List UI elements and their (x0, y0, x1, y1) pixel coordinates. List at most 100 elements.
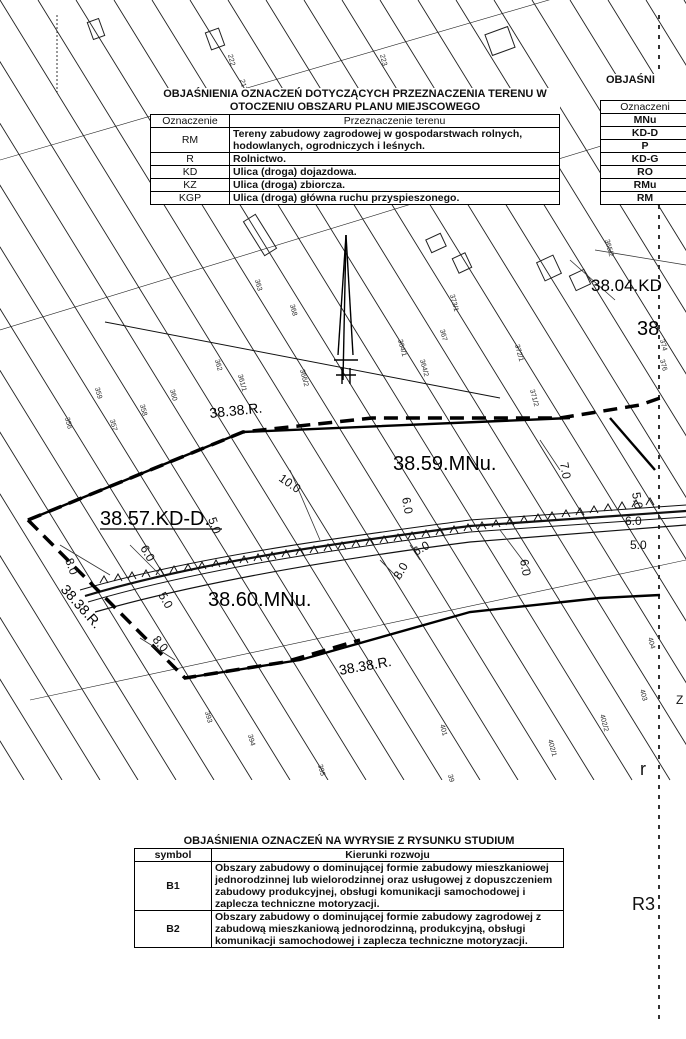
legend-desc: Obszary zabudowy o dominującej formie za… (211, 861, 564, 911)
parcel-line (0, 307, 291, 781)
table-row: P (600, 139, 686, 153)
parcel-line (0, 554, 139, 781)
triangle-marker (449, 524, 459, 534)
zone-label-38-right: 38 (637, 318, 659, 340)
triangle-marker (253, 552, 263, 562)
legend-desc: Rolnictwo. (229, 152, 560, 166)
table-row: R Rolnictwo. (150, 152, 560, 166)
legend-code: KD (150, 165, 230, 179)
triangle-marker (323, 542, 333, 552)
triangle-marker (113, 572, 123, 582)
parcel-number: 364/2 (418, 359, 429, 378)
triangle-marker (477, 520, 487, 530)
triangle-marker (631, 498, 641, 508)
triangle-marker (365, 536, 375, 546)
legend-desc: Ulica (droga) zbiorcza. (229, 178, 560, 192)
zone-boundaries (27, 416, 661, 680)
parcel-line (0, 184, 367, 781)
triangle-marker (281, 548, 291, 558)
parcel-line (0, 678, 63, 781)
parcel-line (0, 493, 177, 781)
parcel-line (0, 0, 481, 781)
triangle-marker (351, 538, 361, 548)
zone-label-r-lower: 38.38.R. (338, 653, 393, 678)
parcel-line (0, 0, 550, 161)
legend-code: RMu (600, 178, 686, 192)
triangle-marker (435, 526, 445, 536)
triangle-marker (169, 564, 179, 574)
legend-symbol: B1 (134, 861, 212, 911)
parcel-number: 367 (438, 329, 448, 342)
side-letter-r3: R3 (632, 894, 655, 914)
triangle-marker (533, 512, 543, 522)
triangle-marker (309, 544, 319, 554)
legend-code: KGP (150, 191, 230, 205)
parcel-number: 364/1 (396, 339, 407, 358)
table-row: KD-G (600, 152, 686, 166)
triangle-marker (393, 532, 403, 542)
triangle-marker (561, 508, 571, 518)
parcel-number: 360 (168, 389, 178, 402)
legend-code: RO (600, 165, 686, 179)
legend-surroundings-table: Oznaczenie Przeznaczenie terenu RM Teren… (150, 114, 560, 205)
legend-code: KD-G (600, 152, 686, 166)
table-row: MNu (600, 113, 686, 127)
legend-surroundings: OBJAŚNIENIA OZNACZEŃ DOTYCZĄCYCH PRZEZNA… (150, 88, 560, 205)
triangle-marker (617, 500, 627, 510)
legend-symbol: B2 (134, 910, 212, 948)
dimension-label: 6.0 (625, 514, 642, 528)
triangle-marker (589, 504, 599, 514)
triangle-marker (603, 502, 613, 512)
zone-label-kd-04: 38.04.KD (591, 276, 662, 295)
header-symbol: symbol (134, 848, 212, 862)
parcel-number: 402/2 (598, 714, 609, 733)
buildings (86, 17, 592, 292)
legend-code: P (600, 139, 686, 153)
triangle-marker (547, 510, 557, 520)
header-przeznaczenie: Przeznaczenie terenu (229, 114, 560, 128)
triangle-marker (505, 516, 515, 526)
dimension-label: 6.0 (399, 496, 416, 515)
table-row: KD Ulica (droga) dojazdowa. (150, 165, 560, 179)
parcel-line (0, 431, 215, 781)
table-row: RM (600, 191, 686, 205)
parcel-line (0, 119, 686, 331)
triangle-marker (183, 562, 193, 572)
parcel-line (493, 0, 686, 313)
triangle-marker (267, 550, 277, 560)
dimension-label: 5.0 (630, 538, 647, 552)
parcel-number: 357 (108, 419, 118, 432)
parcel-number: 39 (446, 774, 455, 783)
parcel-number: 402/1 (546, 739, 557, 758)
parcel-number: 394 (246, 734, 256, 747)
triangle-marker (197, 560, 207, 570)
transmission-line (104, 321, 501, 399)
road-edge-markers (99, 496, 655, 584)
dimension-label: 7.0 (557, 461, 574, 480)
triangle-marker (421, 528, 431, 538)
triangle-marker (99, 574, 109, 584)
parcel-number: 376 (658, 359, 668, 372)
legend-code: KD-D (600, 126, 686, 140)
triangle-marker (379, 534, 389, 544)
side-letter-r: r (640, 759, 646, 779)
parcel-number: 222 (226, 54, 236, 67)
legend-desc: Obszary zabudowy o dominującej formie za… (211, 910, 564, 948)
dimension-label: 5.0 (629, 491, 646, 510)
parcel-number: 365/2 (603, 239, 614, 258)
parcel-line (0, 369, 253, 781)
legend-code: RM (150, 127, 230, 153)
triangle-marker (225, 556, 235, 566)
parcel-number: 393 (203, 711, 213, 724)
triangle-marker (141, 568, 151, 578)
table-row: RMu (600, 178, 686, 192)
table-row: RO (600, 165, 686, 179)
table-row: KD-D (600, 126, 686, 140)
legend-surroundings-title: OBJAŚNIENIA OZNACZEŃ DOTYCZĄCYCH PRZEZNA… (163, 88, 547, 113)
parcel-number: 371/2 (528, 389, 539, 408)
zone-label-mnu-60: 38.60.MNu. (208, 589, 311, 611)
dimension-label: 6.0 (411, 538, 433, 559)
parcel-number: 395 (316, 764, 326, 777)
parcel-number: 362 (213, 359, 223, 372)
table-row: B2 Obszary zabudowy o dominującej formie… (134, 910, 564, 948)
